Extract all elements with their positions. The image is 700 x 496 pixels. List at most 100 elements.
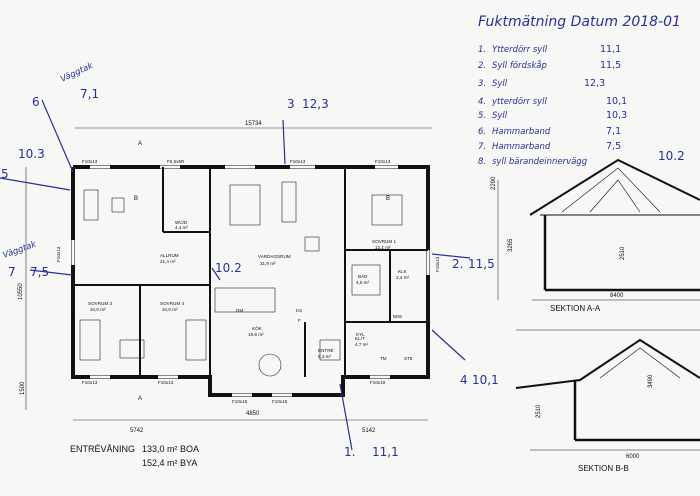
reading-value: 10,3	[606, 110, 627, 121]
room-allrum-name: ALLRUM	[160, 253, 179, 258]
furniture	[79, 181, 403, 377]
room-entre-name: ENTRÉ	[318, 347, 334, 353]
reading-label: Syll	[492, 79, 508, 89]
marker-6-num: 6	[32, 95, 40, 109]
reading-num: 3.	[478, 79, 486, 89]
window-label: F10x13	[290, 159, 306, 164]
marker-4-num: 4	[460, 373, 468, 387]
marker-3-value: 12,3	[302, 97, 329, 111]
section-b-label: SEKTION B-B	[578, 464, 629, 473]
room-kok-area: 19,6 m²	[248, 332, 264, 337]
reading-label: Syll	[492, 111, 508, 121]
window-label: F10x13	[158, 380, 174, 385]
reading-value: 7,5	[606, 141, 621, 152]
reading-value: 7,1	[606, 126, 621, 137]
room-kl-name: KL/T	[355, 336, 365, 341]
reading-num: 5.	[478, 111, 486, 121]
reading-num: 4.	[478, 97, 486, 107]
reading-label: ytterdörr syll	[491, 97, 548, 107]
room-bad-area: 4,5 m²	[356, 280, 369, 285]
room-sovrum4-name: SOVRUM 4	[160, 301, 184, 306]
floor-plan: 15734	[18, 121, 440, 468]
section-b-height1: 3490	[648, 374, 654, 388]
misc-label: ST8	[404, 356, 413, 361]
marker-3-num: 3	[287, 97, 295, 111]
marker-6-note: Väggtak	[59, 61, 96, 85]
interior-walls	[73, 167, 428, 377]
floor-label: ENTRÉVÅNING	[70, 444, 135, 454]
section-a-height1: 2290	[491, 176, 497, 190]
dim-bottom-right: 5142	[362, 428, 376, 434]
section-marker-top: A	[138, 141, 142, 147]
outer-walls	[71, 165, 430, 397]
reading-num: 7.	[478, 142, 486, 152]
window-label: F10x13	[82, 159, 98, 164]
section-b-height2: 2510	[536, 404, 542, 418]
section-a-label: SEKTION A-A	[550, 304, 601, 313]
section-marker-b: B	[134, 196, 138, 202]
reading-value: 12,3	[584, 78, 605, 89]
room-sovrum1-name: SOVRUM 1	[372, 239, 396, 244]
reading-value: 11,5	[600, 60, 621, 71]
reading-num: 2.	[478, 61, 486, 71]
misc-label: TM	[380, 356, 387, 361]
dim-bottom-mid: 4850	[246, 411, 260, 417]
window-label: F5,5x5R	[167, 159, 185, 164]
room-vardagsrum-area: 31,9 m²	[260, 261, 276, 266]
marker-1-num: 1.	[344, 445, 355, 459]
section-a-height2: 3265	[508, 238, 514, 252]
marker-2-value: 11,5	[468, 257, 495, 271]
area-boa: 133,0 m² BOA	[142, 444, 199, 454]
section-marker-b: B	[386, 196, 390, 202]
marker-7-num: 7	[8, 265, 16, 279]
reading-label: Hammarband	[492, 142, 551, 152]
reading-num: 1.	[478, 45, 486, 55]
window-label: F10x10	[370, 380, 386, 385]
reading-num: 6.	[478, 127, 486, 137]
reading-value: 10,1	[606, 96, 627, 107]
window-labels: F10x13 F5,5x5R F10x13 F10x13 F10x13 F10x…	[56, 159, 440, 404]
room-sovrum3-area: 10,0 m²	[90, 307, 106, 312]
room-bad-name: BAD	[358, 274, 368, 279]
window-label: F10x15	[272, 399, 288, 404]
overall-depth: 10550	[18, 283, 24, 300]
section-b-width: 6000	[626, 454, 640, 460]
reading-value: 11,1	[600, 44, 621, 55]
marker-8-value: 10.2	[215, 261, 242, 275]
marker-5-value: 10.3	[18, 147, 45, 161]
misc-label: BD6	[393, 314, 402, 319]
room-sovrum3-name: SOVRUM 3	[88, 301, 112, 306]
misc-label: KYL	[356, 332, 365, 337]
window-ticks	[71, 165, 430, 397]
handwritten-notes: Fuktmätning Datum 2018-01 1. Ytterdörr s…	[0, 14, 685, 459]
window-label: F10x13	[56, 246, 61, 262]
room-labels: WC/D 4,4 m² ALLRUM 21,4 m² VARDAGSRUM 31…	[88, 220, 409, 359]
marker-7-note: Väggtak	[2, 239, 39, 261]
misc-label: F	[298, 318, 301, 323]
room-sovrum4-area: 10,0 m²	[162, 307, 178, 312]
section-b	[515, 329, 700, 451]
section-a	[497, 158, 700, 301]
window-label: F10x13	[375, 159, 391, 164]
plan-markers	[0, 99, 471, 451]
reading-label: Syll fördskåp	[492, 60, 547, 71]
readings-list: 1. Ytterdörr syll 11,1 2. Syll fördskåp …	[478, 44, 627, 167]
room-kok-name: KÖK	[252, 325, 263, 331]
misc-labels: KS F DM KYL TM ST8 BD6	[236, 308, 413, 361]
marker-7-value: 7,5	[30, 265, 49, 279]
room-entre-area: 5,3 m²	[318, 354, 331, 359]
dim-bottom-left: 5742	[130, 428, 144, 434]
room-allrum-area: 21,4 m²	[160, 259, 176, 264]
reading-label: syll bärandeinnervägg	[492, 157, 588, 167]
dim-left-lower: 1500	[20, 381, 26, 395]
window-label: F10x15	[232, 399, 248, 404]
section-a-width: 8400	[610, 293, 624, 299]
marker-6-value: 7,1	[80, 87, 99, 101]
room-wc-area: 4,4 m²	[175, 225, 188, 230]
room-vardagsrum-name: VARDAGSRUM	[258, 254, 291, 259]
window-label: F10x13	[435, 256, 440, 272]
area-bya: 152,4 m² BYA	[142, 458, 197, 468]
overall-width: 15734	[245, 121, 262, 127]
marker-4-value: 10,1	[472, 373, 499, 387]
section-a-height3: 2510	[620, 246, 626, 260]
